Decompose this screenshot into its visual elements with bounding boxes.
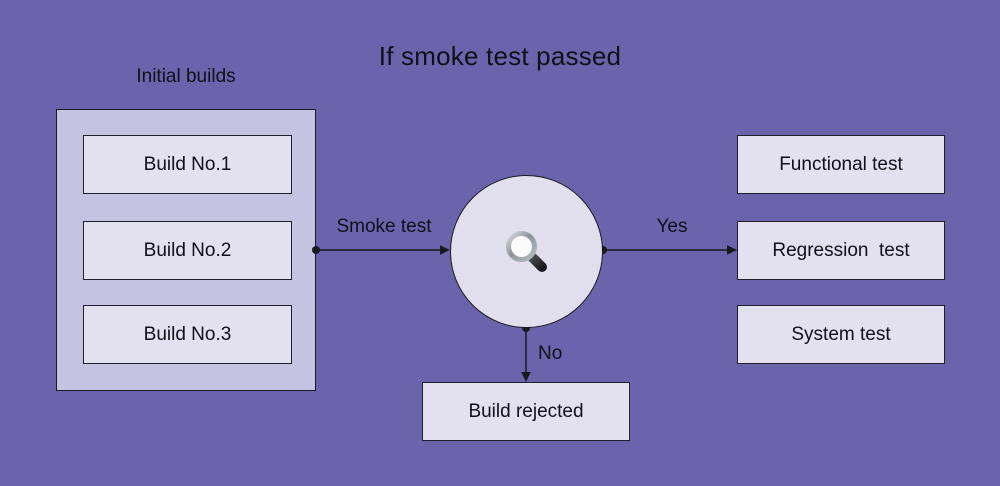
magnifying-glass-icon — [505, 230, 547, 272]
edge-smoke-test-line — [312, 245, 450, 255]
edge-yes-line — [599, 245, 737, 255]
build-no2-node: Build No.2 — [83, 221, 292, 280]
smoke-test-edge-label: Smoke test — [336, 216, 432, 237]
system-test-node: System test — [737, 305, 945, 364]
build-rejected-label: Build rejected — [468, 400, 584, 422]
build-rejected-node: Build rejected — [422, 382, 630, 441]
build-no3-node: Build No.3 — [83, 305, 292, 364]
yes-edge-label: Yes — [656, 216, 688, 237]
regression-test-node: Regression test — [737, 221, 945, 280]
functional-test-label: Functional test — [779, 153, 903, 175]
decision-node — [450, 175, 603, 328]
build-no3-label: Build No.3 — [143, 323, 232, 345]
no-edge-label: No — [538, 343, 563, 364]
system-test-label: System test — [791, 323, 891, 345]
functional-test-node: Functional test — [737, 135, 945, 194]
regression-test-label: Regression test — [772, 239, 910, 261]
initial-builds-container: Build No.1 Build No.2 Build No.3 — [56, 109, 316, 391]
build-no2-label: Build No.2 — [143, 239, 232, 261]
build-no1-label: Build No.1 — [143, 153, 232, 175]
initial-builds-label: Initial builds — [136, 66, 236, 87]
diagram-title: If smoke test passed — [378, 41, 622, 71]
build-no1-node: Build No.1 — [83, 135, 292, 194]
